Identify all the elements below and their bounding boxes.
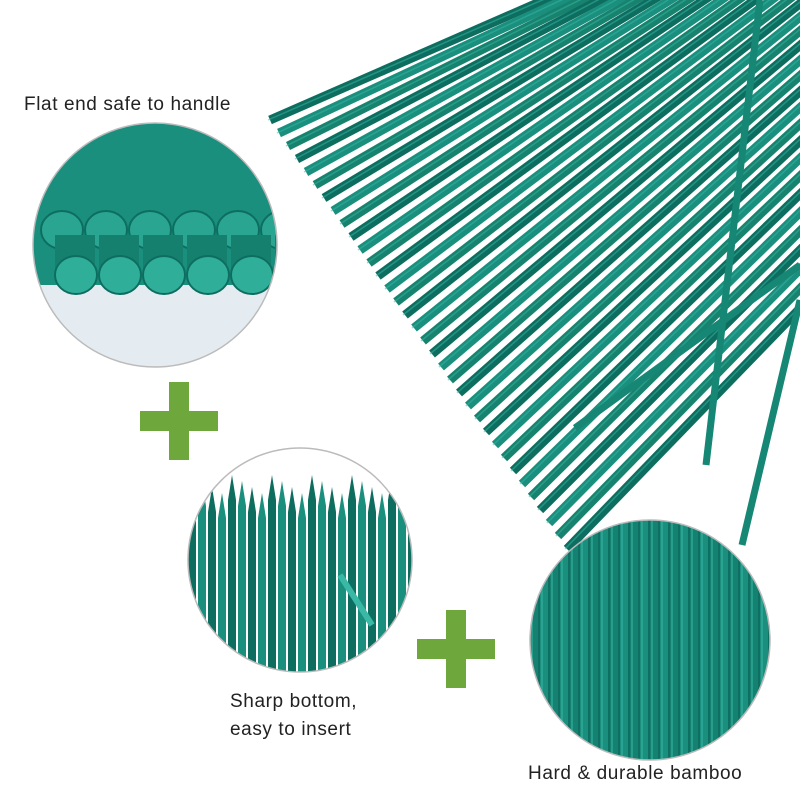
sharp-bottom-caption: Sharp bottom, easy to insert bbox=[230, 688, 357, 744]
plus-icon bbox=[417, 610, 495, 688]
plus-icon bbox=[140, 382, 218, 460]
flat-end-caption: Flat end safe to handle bbox=[24, 94, 232, 115]
sharp-bottom-caption-line1: Sharp bottom, bbox=[230, 691, 358, 712]
sharp-bottom-caption-line2: easy to insert bbox=[230, 719, 352, 740]
hard-durable-caption: Hard & durable bamboo bbox=[528, 763, 743, 784]
